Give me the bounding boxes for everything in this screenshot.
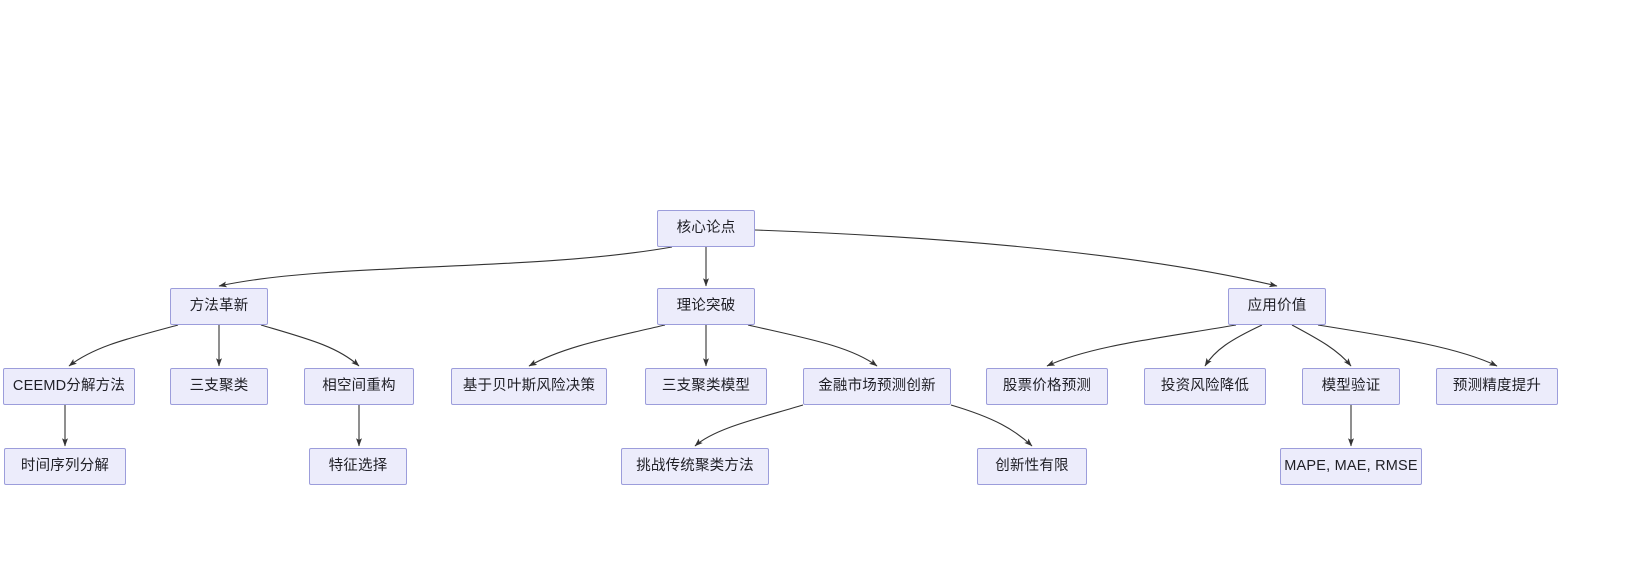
node-phasespace[interactable]: 相空间重构 bbox=[304, 368, 414, 405]
node-label-stockprice: 股票价格预测 bbox=[1002, 378, 1092, 395]
node-limited[interactable]: 创新性有限 bbox=[977, 448, 1087, 485]
node-theory[interactable]: 理论突破 bbox=[657, 288, 755, 325]
node-label-phasespace: 相空间重构 bbox=[322, 378, 396, 395]
node-featselect[interactable]: 特征选择 bbox=[309, 448, 407, 485]
node-root[interactable]: 核心论点 bbox=[657, 210, 755, 247]
node-label-finmarket: 金融市场预测创新 bbox=[818, 378, 936, 395]
node-label-modelvalid: 模型验证 bbox=[1321, 378, 1381, 395]
node-label-challenge: 挑战传统聚类方法 bbox=[636, 458, 754, 475]
node-method[interactable]: 方法革新 bbox=[170, 288, 268, 325]
node-label-accuracy: 预测精度提升 bbox=[1452, 378, 1542, 395]
node-modelvalid[interactable]: 模型验证 bbox=[1302, 368, 1400, 405]
node-stockprice[interactable]: 股票价格预测 bbox=[986, 368, 1108, 405]
node-label-threewaymodel: 三支聚类模型 bbox=[661, 378, 751, 395]
node-label-limited: 创新性有限 bbox=[995, 458, 1069, 475]
node-threeway[interactable]: 三支聚类 bbox=[170, 368, 268, 405]
node-label-application: 应用价值 bbox=[1247, 298, 1307, 315]
node-label-riskreduce: 投资风险降低 bbox=[1160, 378, 1250, 395]
node-riskreduce[interactable]: 投资风险降低 bbox=[1144, 368, 1266, 405]
node-tsdecomp[interactable]: 时间序列分解 bbox=[4, 448, 126, 485]
node-threewaymodel[interactable]: 三支聚类模型 bbox=[645, 368, 767, 405]
node-label-method: 方法革新 bbox=[189, 298, 249, 315]
node-label-tsdecomp: 时间序列分解 bbox=[20, 458, 110, 475]
node-accuracy[interactable]: 预测精度提升 bbox=[1436, 368, 1558, 405]
node-metrics[interactable]: MAPE, MAE, RMSE bbox=[1280, 448, 1422, 485]
node-label-featselect: 特征选择 bbox=[328, 458, 388, 475]
node-label-metrics: MAPE, MAE, RMSE bbox=[1284, 458, 1418, 475]
node-bayes[interactable]: 基于贝叶斯风险决策 bbox=[451, 368, 607, 405]
node-label-root: 核心论点 bbox=[676, 220, 736, 237]
node-label-bayes: 基于贝叶斯风险决策 bbox=[462, 378, 596, 395]
node-ceemd[interactable]: CEEMD分解方法 bbox=[3, 368, 135, 405]
node-finmarket[interactable]: 金融市场预测创新 bbox=[803, 368, 951, 405]
node-label-theory: 理论突破 bbox=[676, 298, 736, 315]
node-challenge[interactable]: 挑战传统聚类方法 bbox=[621, 448, 769, 485]
node-application[interactable]: 应用价值 bbox=[1228, 288, 1326, 325]
node-label-ceemd: CEEMD分解方法 bbox=[12, 378, 126, 395]
node-label-threeway: 三支聚类 bbox=[189, 378, 249, 395]
